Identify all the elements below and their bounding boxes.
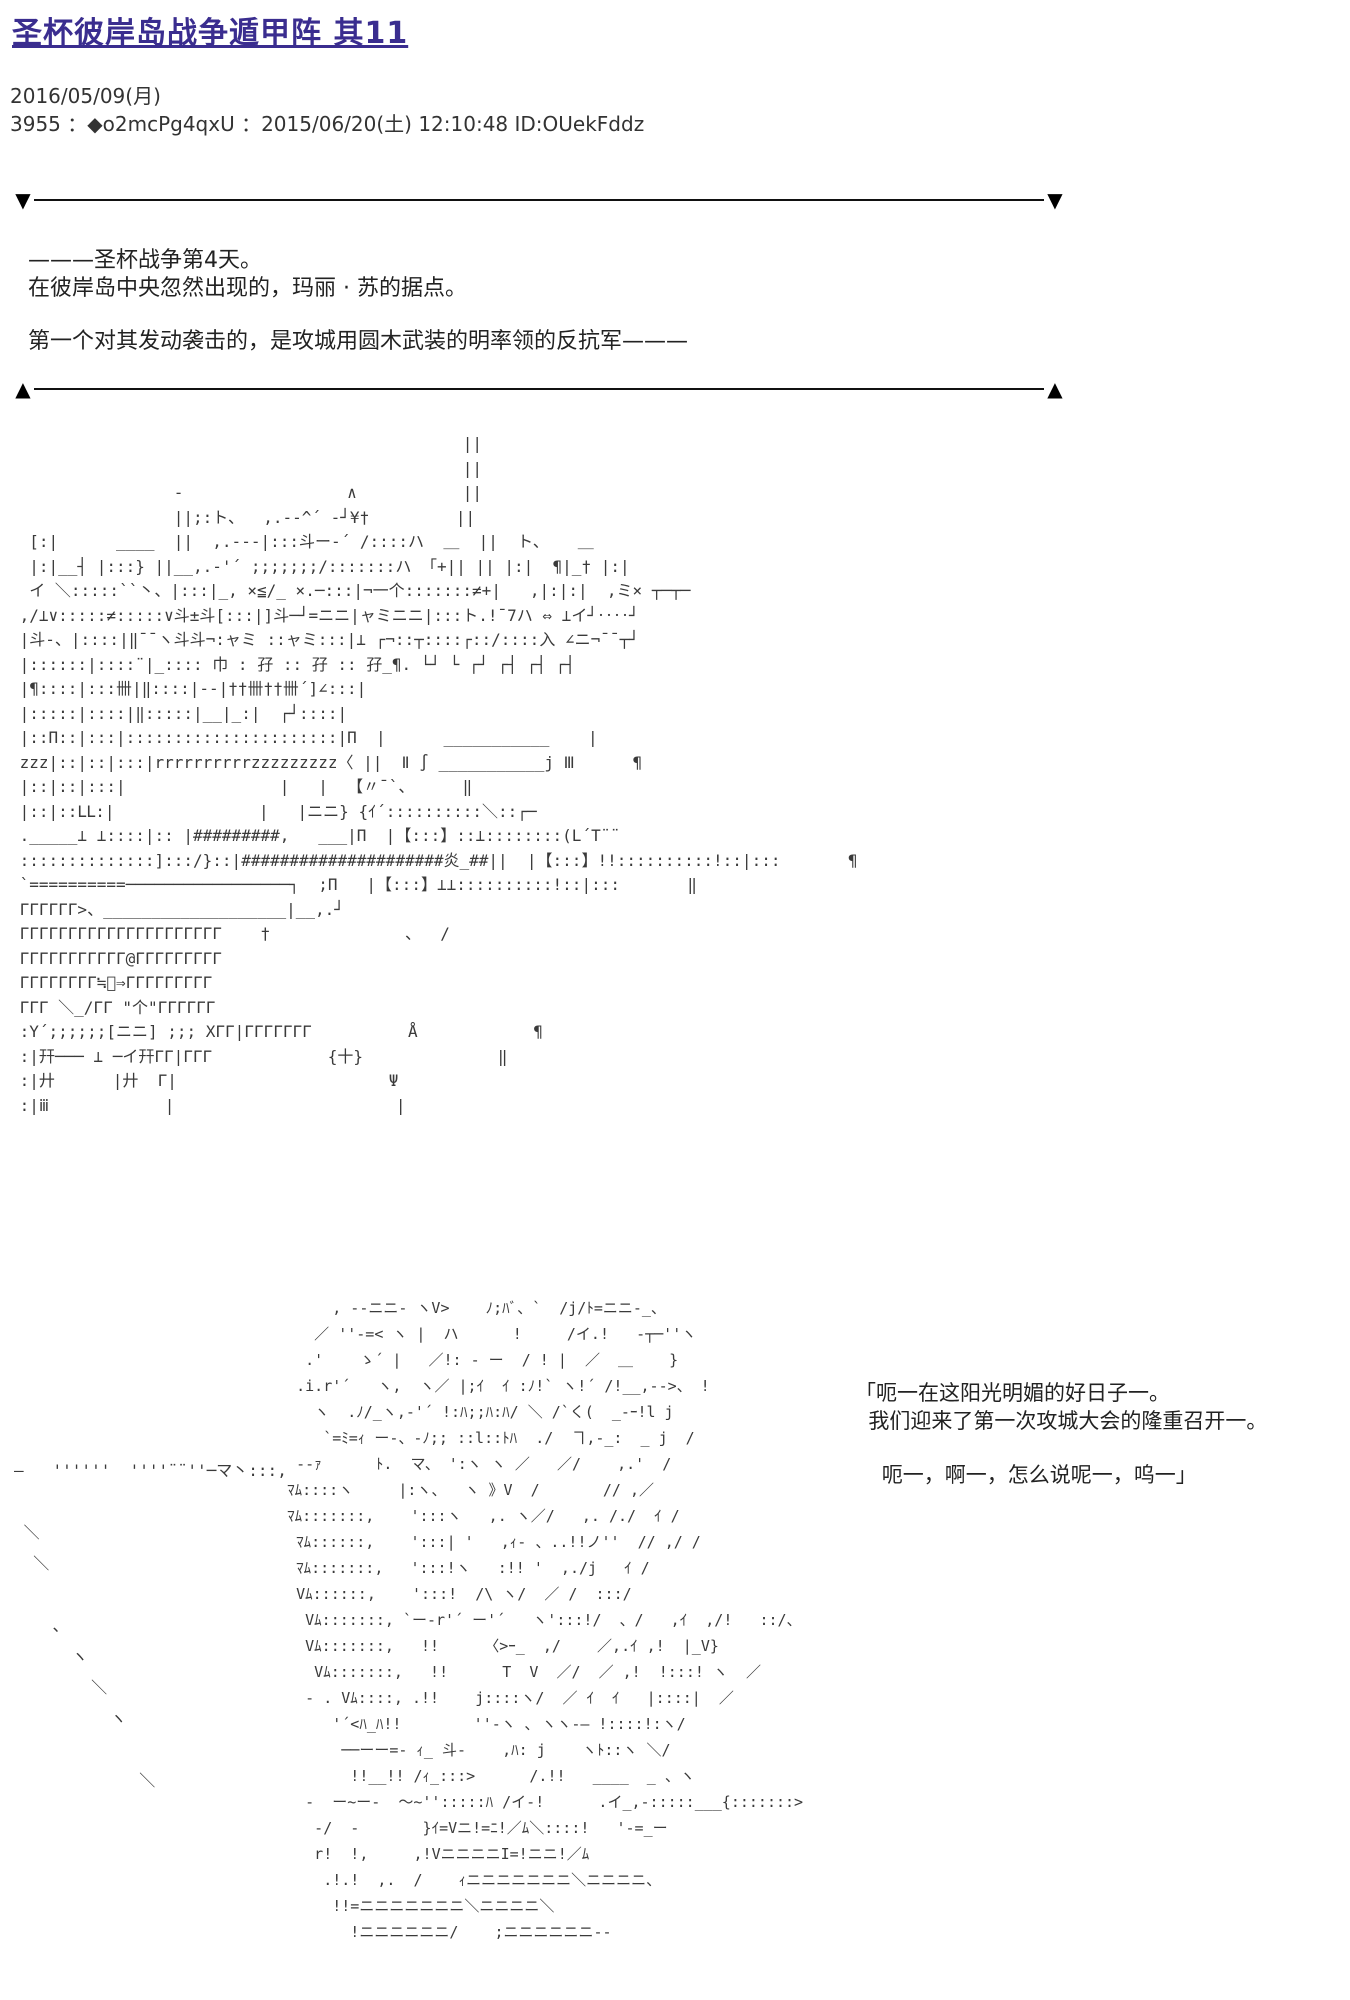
- divider-line: [34, 388, 1044, 390]
- up-arrow-icon: ▲: [1047, 377, 1063, 401]
- divider-line: [34, 199, 1044, 201]
- story-line: ———圣杯战争第4天。: [28, 248, 262, 273]
- post-header: 3955 ：◆o2mcPg4qxU ：2015/06/20(土) 12:10:4…: [10, 112, 645, 136]
- down-arrow-icon: ▼: [15, 188, 31, 212]
- speech-line: 我们迎来了第一次攻城大会的隆重召开一。: [855, 1409, 1268, 1433]
- divider-bottom: ▲ ▲: [12, 378, 1066, 400]
- ascii-art-creature: , -‐ニニ‐ ヽV> ﾉ;ﾊﾞ、` /j/ﾄ=ニニ-_、 ／ ''‐=< ヽ …: [287, 1299, 804, 1941]
- divider-top: ▼ ▼: [12, 189, 1066, 211]
- up-arrow-icon: ▲: [15, 377, 31, 401]
- speech-line: 呃一，啊一，怎么说呢一，呜一」: [855, 1463, 1197, 1487]
- story-line: 在彼岸岛中央忽然出现的，玛丽 · 苏的据点。: [28, 276, 467, 301]
- story-line: 第一个对其发动袭击的，是攻城用圆木武装的明率领的反抗军———: [28, 329, 689, 354]
- down-arrow-icon: ▼: [1047, 188, 1063, 212]
- page-title[interactable]: 圣杯彼岸岛战争遁甲阵 其11: [12, 16, 409, 51]
- ascii-art-castle: || || - ∧ || ||;:ト、 ,.-‐^´ ‐┘¥† || [:| _…: [19, 434, 858, 1115]
- ascii-art-left-lines: — '''''' ''''¨¨''─マ丶:::, ＼ ＼ 、 ヽ ＼ ヽ ＼: [14, 1461, 287, 1790]
- post-date: 2016/05/09(月): [10, 84, 161, 108]
- speech-line: 「呃一在这阳光明媚的好日子一。: [855, 1381, 1170, 1405]
